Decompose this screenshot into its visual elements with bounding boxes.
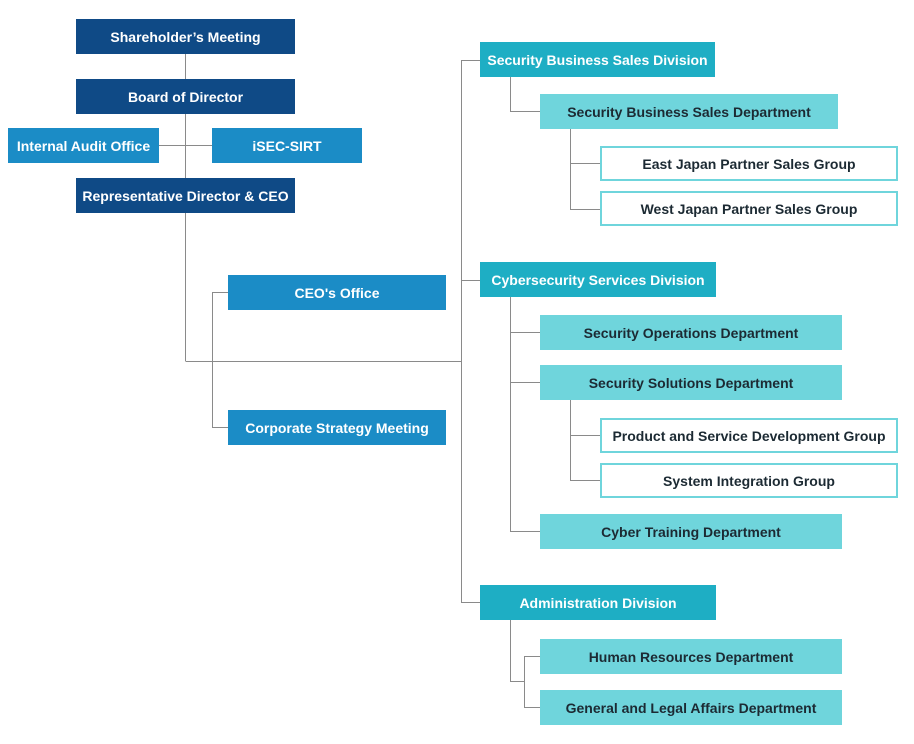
system-integration-group-label: System Integration Group <box>663 472 835 489</box>
general-and-legal-affairs-department-label: General and Legal Affairs Department <box>565 699 817 716</box>
internal-audit-office-label: Internal Audit Office <box>16 137 151 154</box>
board-of-director-label: Board of Director <box>127 88 244 105</box>
west-japan-partner-sales-group-box: West Japan Partner Sales Group <box>600 191 898 226</box>
security-operations-department-label: Security Operations Department <box>583 324 799 341</box>
shareholders-meeting-label: Shareholder’s Meeting <box>110 28 261 45</box>
general-and-legal-affairs-department-box: General and Legal Affairs Department <box>540 690 842 725</box>
security-solutions-department-box: Security Solutions Department <box>540 365 842 400</box>
east-japan-partner-sales-group-box: East Japan Partner Sales Group <box>600 146 898 181</box>
connector-admin-hr <box>524 656 540 681</box>
corporate-strategy-meeting-box: Corporate Strategy Meeting <box>228 410 446 445</box>
security-business-sales-department-label: Security Business Sales Department <box>567 103 811 120</box>
ceos-office-label: CEO's Office <box>294 284 380 301</box>
ceos-office-box: CEO's Office <box>228 275 446 310</box>
connector-staff <box>212 292 228 428</box>
system-integration-group-box: System Integration Group <box>600 463 898 498</box>
shareholders-meeting-box: Shareholder’s Meeting <box>76 19 295 54</box>
cybersecurity-services-division-box: Cybersecurity Services Division <box>480 262 716 297</box>
human-resources-department-box: Human Resources Department <box>540 639 842 674</box>
security-business-sales-department-box: Security Business Sales Department <box>540 94 838 129</box>
human-resources-department-label: Human Resources Department <box>588 648 794 665</box>
board-of-director-box: Board of Director <box>76 79 295 114</box>
cyber-training-department-label: Cyber Training Department <box>601 523 781 540</box>
internal-audit-office-box: Internal Audit Office <box>8 128 159 163</box>
east-japan-partner-sales-group-label: East Japan Partner Sales Group <box>642 155 856 172</box>
connector-sbs-groups <box>570 129 601 210</box>
connector-css-groups <box>570 400 601 481</box>
administration-division-box: Administration Division <box>480 585 716 620</box>
isec-sirt-box: iSEC-SIRT <box>212 128 362 163</box>
west-japan-partner-sales-group-label: West Japan Partner Sales Group <box>640 200 858 217</box>
security-business-sales-division-label: Security Business Sales Division <box>487 51 708 68</box>
administration-division-label: Administration Division <box>519 594 677 611</box>
connector-admin-trunk <box>510 619 540 708</box>
product-and-service-development-group-label: Product and Service Development Group <box>612 427 886 444</box>
corporate-strategy-meeting-label: Corporate Strategy Meeting <box>245 419 429 436</box>
security-business-sales-division-box: Security Business Sales Division <box>480 42 715 77</box>
connector-sbs-dept <box>510 77 540 112</box>
representative-director-ceo-label: Representative Director & CEO <box>82 187 289 204</box>
product-and-service-development-group-box: Product and Service Development Group <box>600 418 898 453</box>
security-solutions-department-label: Security Solutions Department <box>588 374 794 391</box>
security-operations-department-box: Security Operations Department <box>540 315 842 350</box>
isec-sirt-label: iSEC-SIRT <box>252 137 322 154</box>
representative-director-ceo-box: Representative Director & CEO <box>76 178 295 213</box>
cyber-training-department-box: Cyber Training Department <box>540 514 842 549</box>
cybersecurity-services-division-label: Cybersecurity Services Division <box>491 271 705 288</box>
